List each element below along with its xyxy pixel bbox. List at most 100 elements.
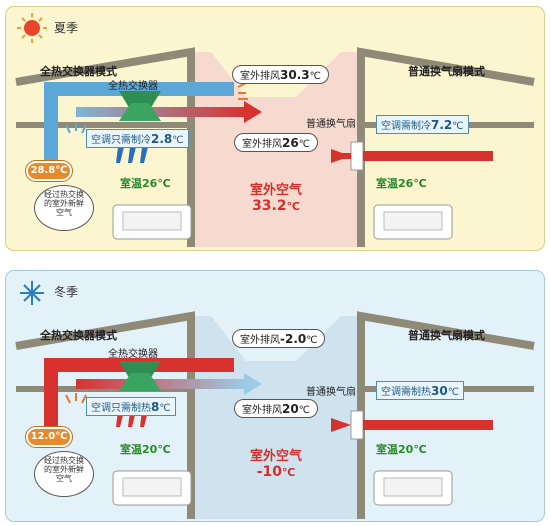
summer-right-load: 空调需制冷7.2℃	[376, 115, 469, 134]
outdoor-unit: ℃	[281, 466, 296, 479]
outdoor-label: 室外空气	[249, 183, 302, 198]
cooling-arrows-icon	[116, 147, 148, 163]
room-value: 20	[142, 443, 158, 456]
fresh-air-duct	[44, 82, 234, 167]
load-label: 空调只需制冷	[91, 135, 151, 146]
summer-right-room: 室温26℃	[376, 175, 427, 191]
room-label: 室温	[376, 443, 398, 456]
summer-note: 经过热交换 的室外新鲜 空气	[34, 185, 94, 231]
room-unit: ℃	[413, 443, 427, 456]
note-line: 空气	[56, 474, 72, 483]
right-house-wall	[357, 311, 535, 519]
winter-supply-badge: 12.0℃	[26, 427, 72, 447]
inflow-duct	[363, 420, 493, 430]
summer-right-exhaust-bubble: 室外排风26℃	[234, 133, 318, 152]
load-label: 空调需制热	[381, 387, 431, 398]
exhaust-value: 30.3	[280, 68, 310, 82]
winter-note: 经过热交换 的室外新鲜 空气	[34, 451, 94, 497]
exhaust-label: 室外排风	[242, 405, 282, 416]
note-line: 经过热交换	[44, 456, 84, 465]
inflow-duct	[363, 151, 493, 161]
right-sofa-icon	[373, 204, 453, 240]
exhaust-label: 室外排风	[242, 139, 282, 150]
room-value: 26	[142, 177, 158, 190]
outdoor-unit: ℃	[286, 200, 300, 213]
load-unit: ℃	[159, 403, 171, 414]
winter-left-room: 室温20℃	[120, 441, 171, 457]
left-sofa-icon	[112, 470, 192, 506]
summer-left-mode: 全热交换器模式	[40, 65, 117, 78]
exhaust-duct	[76, 379, 246, 389]
load-value: 8	[151, 400, 160, 414]
room-unit: ℃	[157, 443, 171, 456]
summer-right-mode: 普通换气扇模式	[408, 65, 485, 78]
note-line: 空气	[56, 208, 72, 217]
room-label: 室温	[120, 177, 142, 190]
exhaust-arrow	[244, 373, 262, 395]
exhaust-label: 室外排风	[240, 335, 280, 346]
winter-left-load: 空调只需制热8℃	[86, 397, 176, 416]
load-value: 30	[431, 384, 448, 398]
winter-exchanger-label: 全热交换器	[108, 349, 158, 360]
note-line: 经过热交换	[44, 190, 84, 199]
summer-season-label: 夏季	[54, 21, 79, 35]
fan-unit-icon	[350, 141, 364, 171]
right-sofa-icon	[373, 470, 453, 506]
summer-left-room: 室温26℃	[120, 175, 171, 191]
note-line: 的室外新鲜	[44, 465, 84, 474]
room-unit: ℃	[157, 177, 171, 190]
room-label: 室温	[120, 443, 142, 456]
winter-outdoor: 室外空气 -10℃	[226, 445, 326, 480]
exhaust-unit: ℃	[298, 139, 310, 150]
summer-outdoor: 室外空气 33.2℃	[226, 179, 326, 214]
winter-season-label: 冬季	[54, 285, 79, 299]
fan-unit-icon	[350, 410, 364, 440]
winter-left-mode: 全热交换器模式	[40, 329, 117, 342]
note-line: 的室外新鲜	[44, 199, 84, 208]
exhaust-value: 20	[282, 402, 299, 416]
summer-left-load: 空调只需制冷2.8℃	[86, 129, 189, 148]
room-label: 室温	[376, 177, 398, 190]
load-unit: ℃	[172, 135, 184, 146]
load-value: 7.2	[431, 118, 453, 132]
winter-right-exhaust-bubble: 室外排风20℃	[234, 399, 318, 418]
room-unit: ℃	[413, 177, 427, 190]
right-house-wall	[357, 47, 535, 247]
winter-panel: 冬季 全热交换器模式 全热交换器 普通换气扇模式 普通换气扇 室外排风-2.0℃…	[5, 270, 545, 522]
winter-right-mode: 普通换气扇模式	[408, 329, 485, 342]
exhaust-value: -2.0	[280, 332, 307, 346]
exhaust-duct	[76, 107, 246, 117]
snowflake-icon	[20, 281, 44, 305]
left-sofa-icon	[112, 204, 192, 240]
load-label: 空调需制冷	[381, 121, 431, 132]
load-unit: ℃	[447, 387, 459, 398]
outdoor-label: 室外空气	[249, 449, 302, 464]
left-house-wall	[15, 47, 195, 247]
room-value: 20	[398, 443, 414, 456]
outdoor-value: -10	[256, 464, 282, 480]
summer-exchanger-label: 全热交换器	[108, 81, 158, 92]
room-value: 26	[398, 177, 414, 190]
winter-scene	[15, 281, 535, 519]
load-unit: ℃	[452, 121, 464, 132]
winter-right-room: 室温20℃	[376, 441, 427, 457]
diffuser-icon	[65, 393, 87, 404]
winter-left-exhaust-bubble: 室外排风-2.0℃	[232, 329, 326, 348]
exhaust-value: 26	[282, 136, 299, 150]
summer-left-exhaust-bubble: 室外排风30.3℃	[232, 65, 329, 84]
sun-icon	[17, 13, 47, 43]
diffuser-icon	[65, 123, 87, 134]
load-label: 空调只需制热	[91, 403, 151, 414]
left-house-wall	[15, 311, 195, 519]
winter-right-load: 空调需制热30℃	[376, 381, 464, 400]
exhaust-unit: ℃	[306, 335, 318, 346]
winter-fan-label: 普通换气扇	[306, 387, 356, 398]
summer-panel: 夏季 全热交换器模式 全热交换器 普通换气扇模式 普通换气扇 室外排风30.3℃…	[5, 6, 545, 251]
outdoor-value: 33.2	[252, 198, 287, 214]
summer-fan-label: 普通换气扇	[306, 119, 356, 130]
summer-supply-badge: 28.8℃	[26, 161, 72, 181]
load-value: 2.8	[151, 132, 173, 146]
exhaust-unit: ℃	[298, 405, 310, 416]
exhaust-label: 室外排风	[240, 71, 280, 82]
exhaust-unit: ℃	[309, 71, 321, 82]
